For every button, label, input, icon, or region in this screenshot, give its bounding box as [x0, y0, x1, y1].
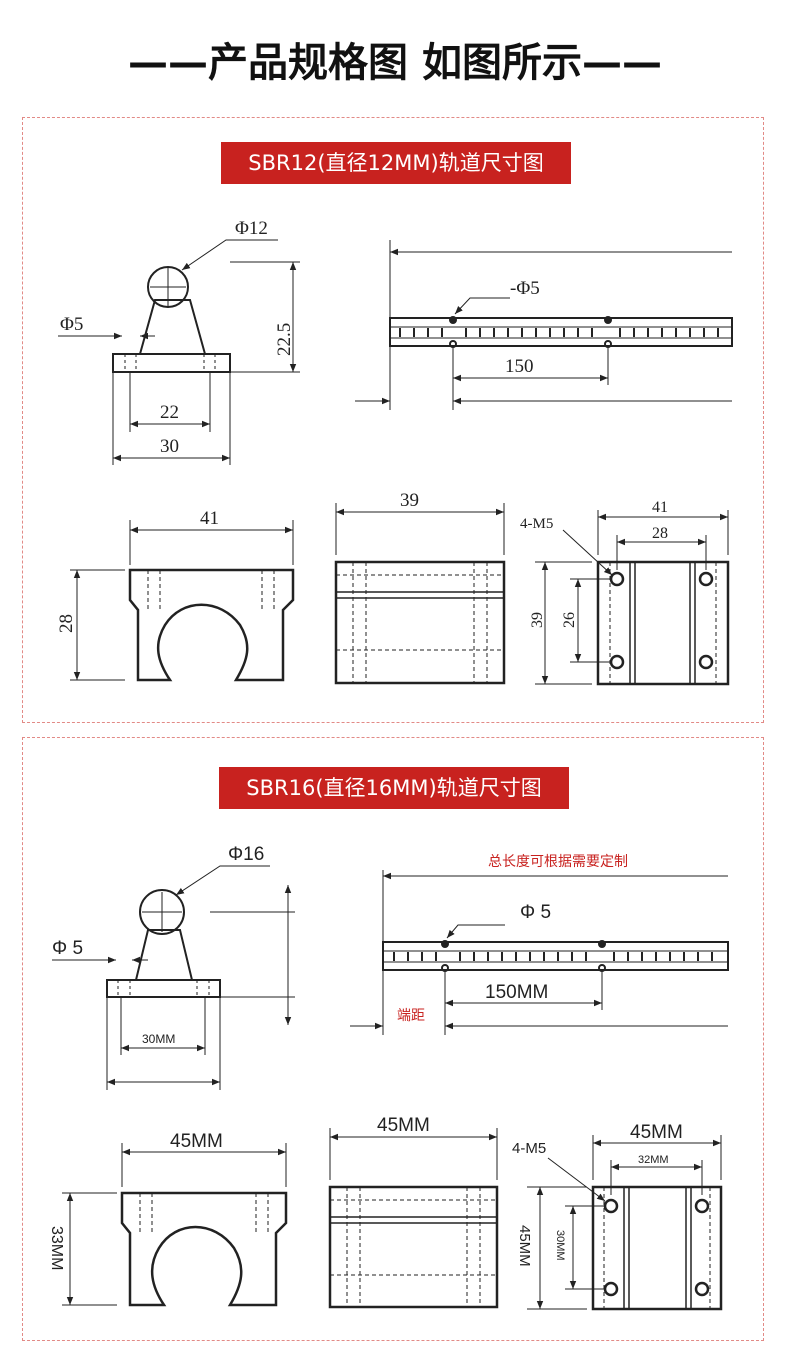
- sbr12-support-diameter-label: Φ12: [235, 218, 268, 239]
- sbr16-block-top-bolt-spacing-x-label: 32MM: [638, 1154, 669, 1166]
- sbr12-rail-drawing: [389, 316, 733, 348]
- sbr12-block-top-bolt-spacing-y-label: 26: [561, 612, 578, 628]
- sbr16-block-top-bolts-label: 4-M5: [512, 1140, 546, 1157]
- sbr12-block-front-width-label: 41: [200, 508, 219, 529]
- sbr12-block-side-length-label: 39: [400, 490, 419, 511]
- sbr16-block-front-width-label: 45MM: [170, 1131, 223, 1152]
- sbr12-block-top-dimensions: [535, 510, 729, 685]
- sbr12-support-height-label: 22.5: [274, 323, 295, 356]
- sbr12-block-top-bolts-label: 4-M5: [520, 516, 553, 532]
- sbr16-support-dimensions: [52, 865, 295, 1090]
- sbr16-rail-end-distance-note: 端距: [397, 1008, 425, 1024]
- sbr16-block-front-dimensions: [62, 1143, 287, 1306]
- sbr12-block-top-width-label: 41: [652, 499, 668, 516]
- sbr16-block-top-dimensions: [527, 1135, 722, 1310]
- sbr16-block-side-dimensions: [329, 1128, 498, 1180]
- sbr16-block-top-bolt-spacing-y-label: 30MM: [554, 1230, 566, 1261]
- sbr12-block-top-length-label: 39: [529, 612, 546, 628]
- sbr16-rail-hole-label: Φ 5: [520, 902, 551, 923]
- sbr12-block-side-drawing: [334, 560, 506, 685]
- sbr12-support-inner-width-label: 22: [160, 402, 179, 423]
- sbr16-rail-drawing: [382, 940, 729, 972]
- sbr16-support-drawing: [106, 889, 221, 998]
- sbr16-block-side-length-label: 45MM: [377, 1115, 430, 1136]
- sbr12-rail-dimensions: [355, 240, 732, 410]
- sbr12-panel: [22, 117, 764, 723]
- sbr12-block-top-drawing: [596, 560, 730, 686]
- sbr16-support-inner-width-label: 30MM: [142, 1032, 175, 1046]
- sbr12-support-drawing: [112, 266, 231, 373]
- sbr16-panel: [22, 737, 764, 1341]
- sbr16-block-side-drawing: [328, 1185, 499, 1309]
- sbr16-support-diameter-label: Φ16: [228, 844, 264, 865]
- page-title: ——产品规格图 如图所示——: [128, 40, 662, 86]
- sbr12-block-top-bolt-spacing-x-label: 28: [652, 525, 668, 542]
- sbr16-rail-dimensions: [350, 870, 728, 1035]
- sbr12-support-outer-width-label: 30: [160, 436, 179, 457]
- sbr12-block-front-drawing: [128, 568, 295, 682]
- sbr12-rail-hole-label: -Φ5: [510, 278, 540, 299]
- sbr12-block-front-height-label: 28: [56, 614, 77, 633]
- sbr16-rail-total-length-note: 总长度可根据需要定制: [488, 854, 628, 870]
- sbr16-support-hole-label: Φ 5: [52, 938, 83, 959]
- sbr16-block-front-drawing: [120, 1191, 288, 1307]
- sbr12-block-side-dimensions: [335, 503, 505, 555]
- sbr16-block-front-height-label: 33MM: [48, 1226, 65, 1270]
- sbr12-support-hole-label: Φ5: [60, 314, 83, 335]
- sbr16-block-top-width-label: 45MM: [630, 1122, 683, 1143]
- sbr16-banner: SBR16(直径16MM)轨道尺寸图: [219, 767, 569, 809]
- sbr12-rail-pitch-label: 150: [505, 356, 534, 377]
- sbr16-rail-pitch-label: 150MM: [485, 982, 548, 1003]
- sbr12-block-front-dimensions: [70, 520, 294, 681]
- sbr16-block-top-drawing: [591, 1185, 723, 1311]
- sbr12-banner: SBR12(直径12MM)轨道尺寸图: [221, 142, 571, 184]
- sbr12-support-dimensions: [58, 239, 300, 465]
- sbr16-block-top-length-label: 45MM: [516, 1225, 533, 1267]
